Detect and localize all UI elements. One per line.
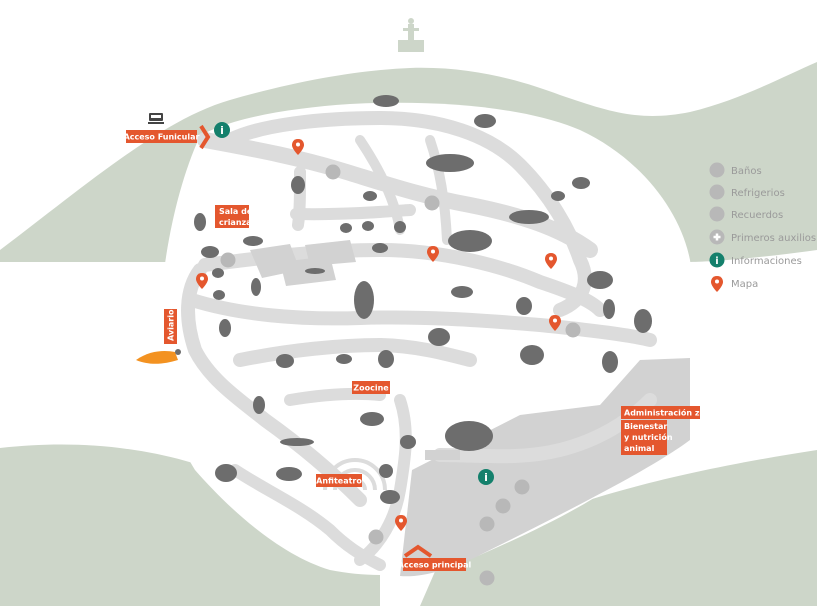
tortoise-icon — [372, 243, 388, 253]
condor-icon — [587, 271, 613, 289]
info-markers: i i — [214, 122, 494, 485]
owl-icon — [603, 299, 615, 319]
legend-item-recuerdos: Recuerdos — [709, 206, 783, 222]
kangaroo-icon — [520, 345, 544, 365]
label-administracion[interactable]: Administración zoo Bienestar y nutrición… — [621, 406, 711, 455]
animals — [194, 95, 652, 504]
funicular-icon — [148, 113, 164, 124]
main-entrance-arrow — [403, 544, 433, 558]
label-sala-crianza[interactable]: Sala de crianza — [215, 205, 253, 228]
gift-icon — [709, 206, 725, 222]
crocodile-icon — [280, 438, 314, 446]
flamingo-icon — [219, 319, 231, 337]
chimp-icon — [378, 350, 394, 368]
bear-icon — [634, 309, 652, 333]
restroom-icon — [709, 162, 725, 178]
info-icon — [709, 252, 725, 268]
lemur-icon — [400, 435, 416, 449]
swan-icon-b — [213, 290, 225, 300]
legend-item-banos: Baños — [709, 162, 762, 178]
legend: Baños Refrigerios Recuerdos Primeros aux… — [709, 162, 816, 292]
legend-label: Recuerdos — [731, 210, 783, 221]
dog-icon — [276, 354, 294, 368]
meerkat-icon — [253, 396, 265, 414]
swan-icon-a — [212, 268, 224, 278]
label-admin-line2: Bienestar — [624, 422, 667, 431]
rhea-icon — [516, 297, 532, 315]
giraffe-icon — [354, 281, 374, 319]
jaguar-icon — [426, 154, 474, 172]
paths — [181, 111, 657, 571]
label-acceso-principal[interactable]: Acceso principal — [398, 558, 472, 571]
legend-label: Informaciones — [731, 256, 802, 267]
legend-label: Refrigerios — [731, 188, 785, 199]
monkey-icon — [291, 176, 305, 194]
label-aviario[interactable]: Aviario — [164, 309, 177, 344]
tiger-icon — [373, 95, 399, 107]
penguin-icon — [251, 278, 261, 296]
legend-label: Baños — [731, 166, 762, 177]
seal-icon — [243, 236, 263, 246]
armadillo-icon — [336, 354, 352, 364]
legend-label: Mapa — [731, 279, 758, 290]
zebra-icon — [215, 464, 237, 482]
label-funicular[interactable]: Acceso Funicular — [124, 130, 200, 143]
label-anfiteatro[interactable]: Anfiteatro — [316, 474, 362, 487]
svg-text:i: i — [220, 124, 224, 137]
wolf-icon — [380, 490, 400, 504]
parrot-icon — [194, 213, 206, 231]
hill-bottom-right — [420, 450, 817, 606]
legend-item-primeros-auxilios: Primeros auxilios — [709, 229, 816, 245]
label-admin-line1: Administración zoo — [624, 408, 711, 418]
map-pin-icon — [711, 276, 723, 292]
funicular-entrance-arrow — [199, 124, 211, 150]
svg-text:i: i — [715, 256, 718, 267]
hill-bottom — [0, 444, 380, 606]
legend-item-refrigerios: Refrigerios — [709, 184, 785, 200]
label-zoocine-text: Zoocine — [353, 384, 389, 393]
service-area — [400, 358, 690, 577]
bird-icon-b — [362, 221, 374, 231]
camel-icon — [474, 114, 496, 128]
label-anfiteatro-text: Anfiteatro — [316, 477, 362, 486]
toad-icon — [201, 246, 219, 258]
label-admin-line3: y nutrición — [624, 432, 673, 442]
puma-icon — [509, 210, 549, 224]
legend-item-informaciones: i Informaciones — [709, 252, 802, 268]
label-sala-line1: Sala de — [219, 207, 253, 216]
bird-icon-c — [394, 221, 406, 233]
ostrich-icon — [572, 177, 590, 189]
bird-icon-a — [340, 223, 352, 233]
lion-icon — [448, 230, 492, 252]
label-aviario-text: Aviario — [167, 309, 176, 341]
svg-text:i: i — [484, 471, 488, 484]
snake-icon — [305, 268, 325, 274]
anteater-icon — [360, 412, 384, 426]
gorilla-icon — [428, 328, 450, 346]
peacock-icon — [136, 349, 181, 364]
label-sala-line2: crianza — [219, 218, 252, 227]
statue-icon — [398, 18, 424, 52]
hippo-icon — [276, 467, 302, 481]
cat-icon — [379, 464, 393, 478]
frog-icon — [363, 191, 377, 201]
elephant-icon — [445, 421, 493, 451]
legend-label: Primeros auxilios — [731, 233, 816, 244]
llama-icon — [602, 351, 618, 373]
snack-icon — [709, 184, 725, 200]
legend-item-mapa: Mapa — [711, 276, 758, 292]
label-admin-line4: animal — [624, 444, 655, 453]
label-zoocine[interactable]: Zoocine — [352, 381, 390, 394]
label-principal-text: Acceso principal — [398, 561, 472, 570]
ostrich-chick-icon — [551, 191, 565, 201]
label-funicular-text: Acceso Funicular — [124, 133, 200, 142]
fox-icon — [451, 286, 473, 298]
